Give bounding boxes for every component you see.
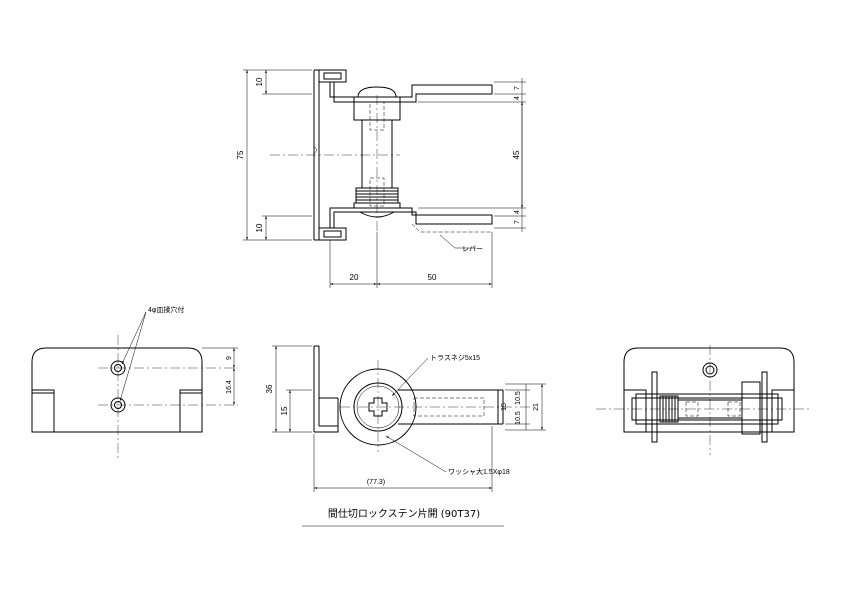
dim-right-top: 4 [514, 96, 521, 100]
screw-label: トラスネジ5x15 [430, 354, 480, 362]
top-right-dims: 4 7 45 4 7 [418, 78, 526, 232]
dim-bottom-left: 20 [350, 273, 359, 282]
dim-height-inner: 15 [280, 406, 289, 415]
dim-right-top-b: 7 [514, 86, 521, 90]
center-view: トラスネジ5x15 ワッシャ大1.5Xφ18 36 15 10.5 15 10.… [265, 345, 546, 492]
title-block: 間仕切ロックステン片開 (90T37) [302, 507, 504, 527]
dim-r-total: 21 [533, 403, 540, 411]
upper-bracket [318, 69, 493, 103]
dim-left-top: 10 [255, 77, 264, 86]
dim-bottom-right: 50 [428, 273, 437, 282]
top-bottom-dims: 20 50 [329, 232, 493, 288]
bolt-shaft [353, 86, 401, 218]
dim-right-low-b: 7 [514, 220, 521, 224]
lever-callout: レバー [439, 234, 483, 253]
dim-r-bottom: 10.5 [515, 411, 522, 425]
dim-left-bottom: 10 [255, 223, 264, 232]
right-view [596, 345, 812, 455]
lower-bracket [318, 207, 493, 241]
dim-left-total: 75 [236, 150, 245, 159]
dim-right-low: 4 [514, 210, 521, 214]
top-left-dims: 10 75 10 [236, 69, 312, 241]
dim-left-upper: 9 [226, 356, 233, 360]
lever-label: レバー [462, 245, 483, 253]
washer-label: ワッシャ大1.5Xφ18 [448, 467, 510, 476]
dim-right-mid: 45 [512, 150, 521, 159]
hole-callout: 4φ皿揉穴付 [148, 305, 184, 314]
left-view: 4φ皿揉穴付 9 16.4 [31, 305, 238, 460]
drawing-title: 間仕切ロックステン片開 (90T37) [328, 507, 480, 520]
dim-width: (77.3) [367, 479, 385, 486]
top-view: 10 75 10 4 7 45 4 7 20 [236, 69, 526, 288]
dim-height-total: 36 [265, 384, 274, 393]
mounting-plate [313, 69, 320, 241]
phillips-screw-icon [368, 397, 388, 417]
dim-r-mid: 15 [501, 403, 508, 411]
dim-left-lower: 16.4 [226, 380, 233, 394]
dim-r-top: 10.5 [515, 391, 522, 405]
spring-coil [353, 187, 401, 218]
